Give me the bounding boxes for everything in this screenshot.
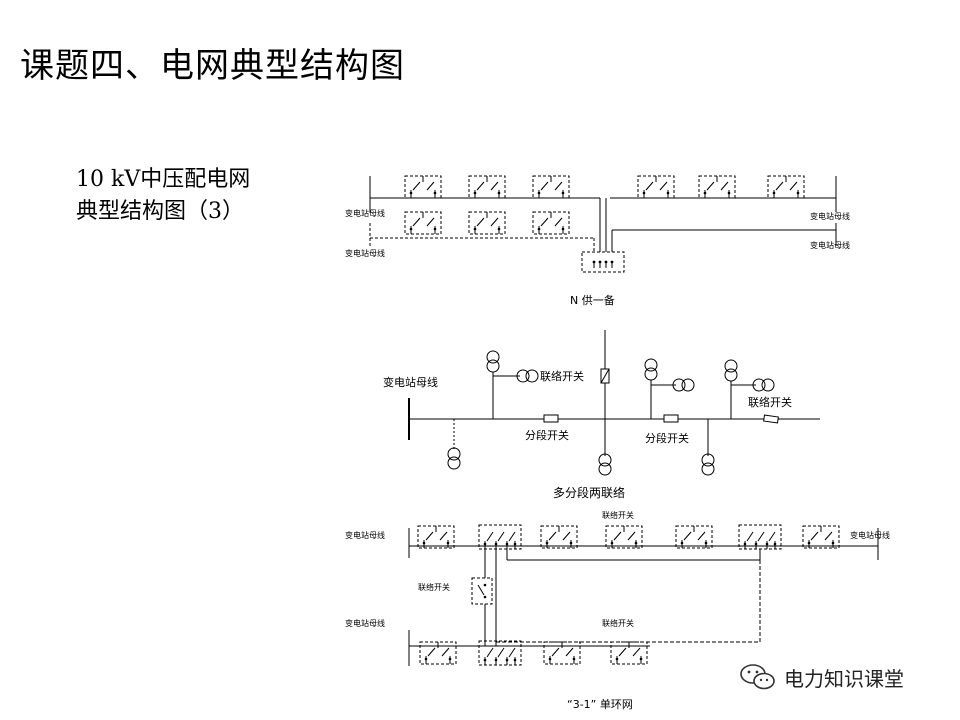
tie-switch-label: 联络开关 xyxy=(602,510,634,520)
switch-box xyxy=(610,641,648,665)
tie-switch-label: 联络开关 xyxy=(602,618,634,628)
switch-box xyxy=(675,525,713,549)
bus-label: 变电站母线 xyxy=(810,240,850,250)
transformer-icon xyxy=(486,350,500,373)
transformer-icon xyxy=(701,453,715,476)
transformer-icon xyxy=(644,358,658,381)
switch-box xyxy=(532,175,570,199)
bus-label: 变电站母线 xyxy=(345,248,385,258)
diagram-caption: 多分段两联络 xyxy=(553,485,625,500)
tie-switch-label: 联络开关 xyxy=(748,395,792,409)
section-switch-label: 分段开关 xyxy=(645,431,689,445)
switch-box xyxy=(802,525,840,549)
section-switch xyxy=(543,414,559,423)
diagram-caption: “3-1” 单环网 xyxy=(567,698,633,711)
switch-box xyxy=(417,525,455,549)
transformer-icon xyxy=(672,378,695,392)
section-switch xyxy=(663,414,679,423)
switch-box xyxy=(767,175,805,199)
slide-title: 课题四、电网典型结构图 xyxy=(20,46,405,86)
bus-label: 变电站母线 xyxy=(383,375,438,389)
wechat-icon xyxy=(740,664,775,690)
tie-switch-label: 联络开关 xyxy=(540,369,584,383)
tie-switch-left xyxy=(471,577,493,605)
bus-label: 变电站母线 xyxy=(345,618,385,628)
switch-box xyxy=(543,641,581,665)
diagram-n-supply-one-standby: 变电站母线 变电站母线 变电站母线 变电站母线 N 供一备 xyxy=(345,175,850,307)
switch-box xyxy=(404,175,442,199)
bus-label: 变电站母线 xyxy=(345,530,385,540)
subtitle-line-1: 10 kV中压配电网 xyxy=(76,167,251,192)
transformer-icon xyxy=(598,453,612,476)
watermark-text: 电力知识课堂 xyxy=(784,666,904,691)
diagram-subtitle: 10 kV中压配电网 典型结构图（3） xyxy=(76,164,250,228)
switch-box xyxy=(468,175,506,199)
switch-box xyxy=(404,211,442,235)
diagram-multi-section-two-tie: 变电站母线 联络开关 分段开关 分段开关 联络开关 多分段两联络 xyxy=(383,330,820,500)
section-switch-label: 分段开关 xyxy=(525,428,569,442)
tie-switch-label: 联络开关 xyxy=(418,582,450,592)
bus-label: 变电站母线 xyxy=(850,530,890,540)
bus-label: 变电站母线 xyxy=(810,211,850,221)
switch-box xyxy=(698,175,736,199)
switch-box xyxy=(605,525,643,549)
tie-switch xyxy=(763,414,779,424)
switch-box xyxy=(738,524,782,550)
watermark: 电力知识课堂 xyxy=(738,662,904,692)
transformer-icon xyxy=(447,447,461,470)
switch-box xyxy=(637,175,675,199)
subtitle-line-2: 典型结构图（3） xyxy=(76,199,244,224)
bus-label: 变电站母线 xyxy=(345,208,385,218)
switch-box xyxy=(478,524,522,550)
standby-switch-box xyxy=(581,251,625,273)
switch-box xyxy=(532,211,570,235)
switch-box xyxy=(540,525,578,549)
transformer-icon xyxy=(516,369,539,383)
transformer-icon xyxy=(752,378,775,392)
diagram-3-1-single-ring: 变电站母线 变电站母线 联络开关 联络开关 变电站母线 联络开关 xyxy=(345,510,890,711)
transformer-icon xyxy=(724,359,738,382)
switch-box xyxy=(468,211,506,235)
diagram-caption: N 供一备 xyxy=(570,293,615,307)
switch-box xyxy=(419,641,457,665)
